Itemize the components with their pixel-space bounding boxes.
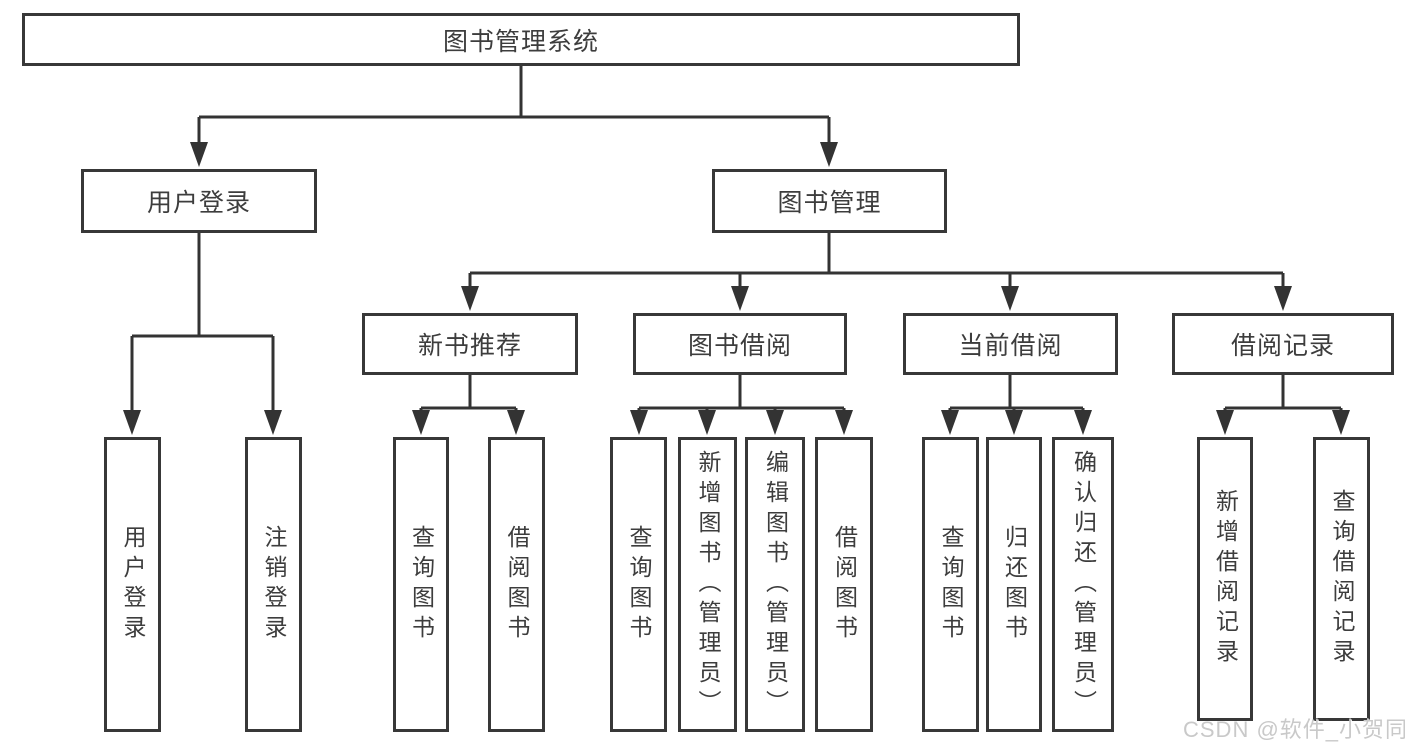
node-current-borrowing: 当前借阅 — [903, 313, 1118, 375]
node-new-book-recommendation: 新书推荐 — [362, 313, 578, 375]
node-book-borrowing: 图书借阅 — [633, 313, 847, 375]
leaf-br-query-record: 查询借阅记录 — [1313, 437, 1370, 721]
node-book-management: 图书管理 — [712, 169, 947, 233]
leaf-rec-query-books: 查询图书 — [393, 437, 449, 732]
leaf-bb-add-books-admin: 新增图书（管理员） — [678, 437, 737, 732]
leaf-bb-edit-books-admin: 编辑图书（管理员） — [745, 437, 805, 732]
leaf-br-add-record: 新增借阅记录 — [1197, 437, 1253, 721]
node-library-management-system: 图书管理系统 — [22, 13, 1020, 66]
leaf-cb-confirm-return-admin: 确认归还（管理员） — [1052, 437, 1114, 732]
leaf-logout: 注销登录 — [245, 437, 302, 732]
leaf-bb-borrow-books: 借阅图书 — [815, 437, 873, 732]
csdn-watermark: CSDN @软件_小贺同学 — [1183, 717, 1405, 742]
leaf-rec-borrow-books: 借阅图书 — [488, 437, 545, 732]
leaf-bb-query-books: 查询图书 — [610, 437, 667, 732]
node-borrow-records: 借阅记录 — [1172, 313, 1394, 375]
leaf-cb-return-books: 归还图书 — [986, 437, 1042, 732]
leaf-cb-query-books: 查询图书 — [922, 437, 979, 732]
leaf-user-login: 用户登录 — [104, 437, 161, 732]
node-user-login: 用户登录 — [81, 169, 317, 233]
